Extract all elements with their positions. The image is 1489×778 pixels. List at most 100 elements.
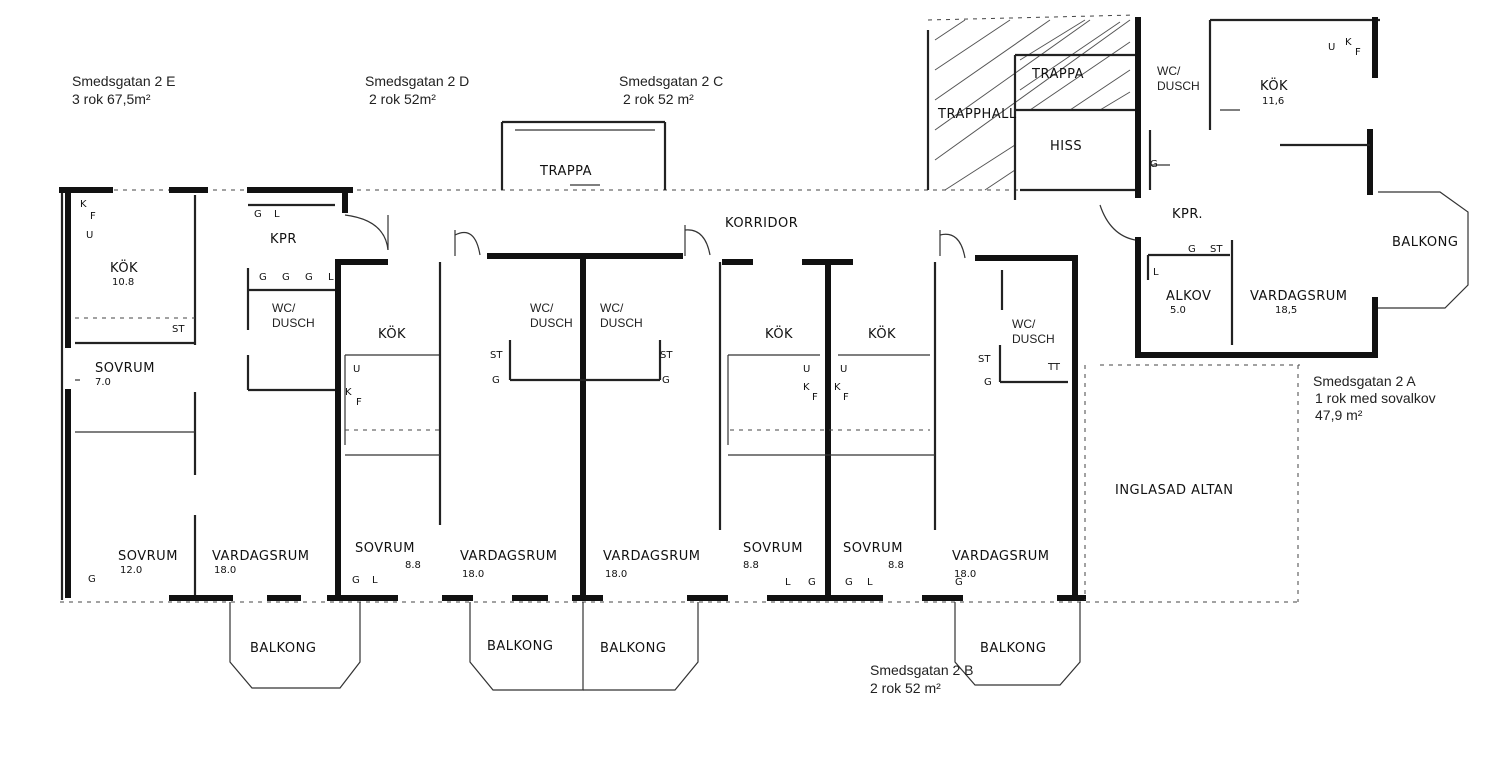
label-hiss: HISS [1050, 139, 1082, 154]
area-sovrum-e: 12.0 [120, 565, 142, 576]
address-b-name: Smedsgatan 2 B [870, 662, 974, 678]
area-kok-e: 10.8 [112, 277, 134, 288]
fixture-label: U [353, 364, 360, 375]
fixture-label: K [1345, 37, 1352, 48]
unit-a-walls [926, 14, 1469, 602]
stair-middle [500, 120, 667, 190]
fixture-label: K [803, 382, 810, 393]
fixture-label: U [1328, 42, 1335, 53]
fixture-label: K [80, 199, 87, 210]
address-a-info1: 1 rok med sovalkov [1315, 390, 1436, 406]
label-wc-d-2: DUSCH [272, 316, 315, 330]
label-wc-a-1: WC/ [1157, 64, 1181, 78]
label-balkong-3: BALKONG [600, 641, 666, 656]
label-wc-a-2: DUSCH [1157, 79, 1200, 93]
address-c-name: Smedsgatan 2 C [619, 73, 723, 89]
fixture-label: L [274, 209, 280, 220]
label-wc-b-1: WC/ [1012, 317, 1036, 331]
fixture-label: ST [1210, 244, 1223, 255]
area-sovrum-d: 8.8 [405, 560, 421, 571]
balconies [229, 602, 1081, 691]
unit-d-walls [246, 187, 442, 601]
center-unit-walls [454, 225, 966, 601]
area-vardagsrum-e: 18.0 [214, 565, 236, 576]
label-kok-d: KÖK [378, 325, 406, 342]
fixture-label: G [984, 377, 992, 388]
fixture-label: ST [172, 324, 185, 335]
area-sovrum-e-small: 7.0 [95, 377, 111, 388]
address-e-info: 3 rok 67,5m² [72, 91, 151, 107]
area-vardagsrum-a: 18,5 [1275, 305, 1297, 316]
label-wc-d2-2: DUSCH [530, 316, 573, 330]
label-kok-c: KÖK [765, 325, 793, 342]
fixture-label: G [254, 209, 262, 220]
fixture-label: G [845, 577, 853, 588]
unit-e-walls [75, 195, 197, 595]
label-wc-c-2: DUSCH [600, 316, 643, 330]
fixture-label: F [356, 397, 362, 408]
address-b-info: 2 rok 52 m² [870, 680, 941, 696]
label-kpr: KPR [270, 232, 297, 247]
area-vardagsrum-b: 18.0 [954, 569, 976, 580]
label-kpr-a: KPR. [1172, 207, 1203, 222]
label-trappa-top: TRAPPA [1031, 67, 1084, 82]
label-kok-b: KÖK [868, 325, 896, 342]
label-vardagsrum-e: VARDAGSRUM [212, 549, 310, 564]
label-alkov: ALKOV [1166, 289, 1211, 304]
address-e-name: Smedsgatan 2 E [72, 73, 176, 89]
fixture-label: K [345, 387, 352, 398]
fixture-label: G [662, 375, 670, 386]
unit-b-walls [975, 255, 1078, 601]
fixture-label: TT [1047, 362, 1061, 373]
label-vardagsrum-c: VARDAGSRUM [603, 549, 701, 564]
stairwell-hatching [934, 19, 1131, 191]
fixture-label: L [372, 575, 378, 586]
fixture-labels: K F U ST G G L G G G L U K F G L ST G ST… [80, 37, 1361, 588]
fixture-label: F [812, 392, 818, 403]
fixture-label: ST [660, 350, 673, 361]
label-sovrum-d: SOVRUM [355, 541, 415, 556]
fixture-label: G [282, 272, 290, 283]
fixture-label: G [492, 375, 500, 386]
fixture-label: F [843, 392, 849, 403]
fixture-label: K [834, 382, 841, 393]
address-a-info2: 47,9 m² [1315, 407, 1363, 423]
address-c-info: 2 rok 52 m² [623, 91, 694, 107]
fixture-label: ST [978, 354, 991, 365]
label-sovrum-e-small: SOVRUM [95, 361, 155, 376]
label-vardagsrum-b: VARDAGSRUM [952, 549, 1050, 564]
label-sovrum-b: SOVRUM [843, 541, 903, 556]
fixture-label: ST [490, 350, 503, 361]
address-labels: Smedsgatan 2 E 3 rok 67,5m² Smedsgatan 2… [72, 73, 1436, 696]
fixture-label: G [955, 577, 963, 588]
fixture-label: F [1355, 47, 1361, 58]
fixture-label: G [352, 575, 360, 586]
label-vardagsrum-d: VARDAGSRUM [460, 549, 558, 564]
label-wc-b-2: DUSCH [1012, 332, 1055, 346]
fixture-label: L [867, 577, 873, 588]
fixture-label: F [90, 211, 96, 222]
label-kok-e: KÖK [110, 259, 138, 276]
room-labels: TRAPPA TRAPPA TRAPPHALL HISS KORRIDOR KP… [95, 64, 1458, 656]
label-balkong-1: BALKONG [250, 641, 316, 656]
area-vardagsrum-d: 18.0 [462, 569, 484, 580]
fixture-label: L [785, 577, 791, 588]
fixture-label: U [86, 230, 93, 241]
label-wc-d2-1: WC/ [530, 301, 554, 315]
label-wc-c-1: WC/ [600, 301, 624, 315]
label-balkong-2: BALKONG [487, 639, 553, 654]
label-inglasad-altan: INGLASAD ALTAN [1115, 483, 1234, 498]
fixture-label: G [88, 574, 96, 585]
address-d-info: 2 rok 52m² [369, 91, 436, 107]
area-sovrum-b: 8.8 [888, 560, 904, 571]
area-sovrum-c: 8.8 [743, 560, 759, 571]
fixture-label: G [808, 577, 816, 588]
fixture-label: L [328, 272, 334, 283]
area-vardagsrum-c: 18.0 [605, 569, 627, 580]
outer-walls [59, 187, 1300, 603]
fixture-label: G [1150, 159, 1158, 170]
label-korridor: KORRIDOR [725, 216, 798, 231]
fixture-label: U [840, 364, 847, 375]
fixture-label: U [803, 364, 810, 375]
